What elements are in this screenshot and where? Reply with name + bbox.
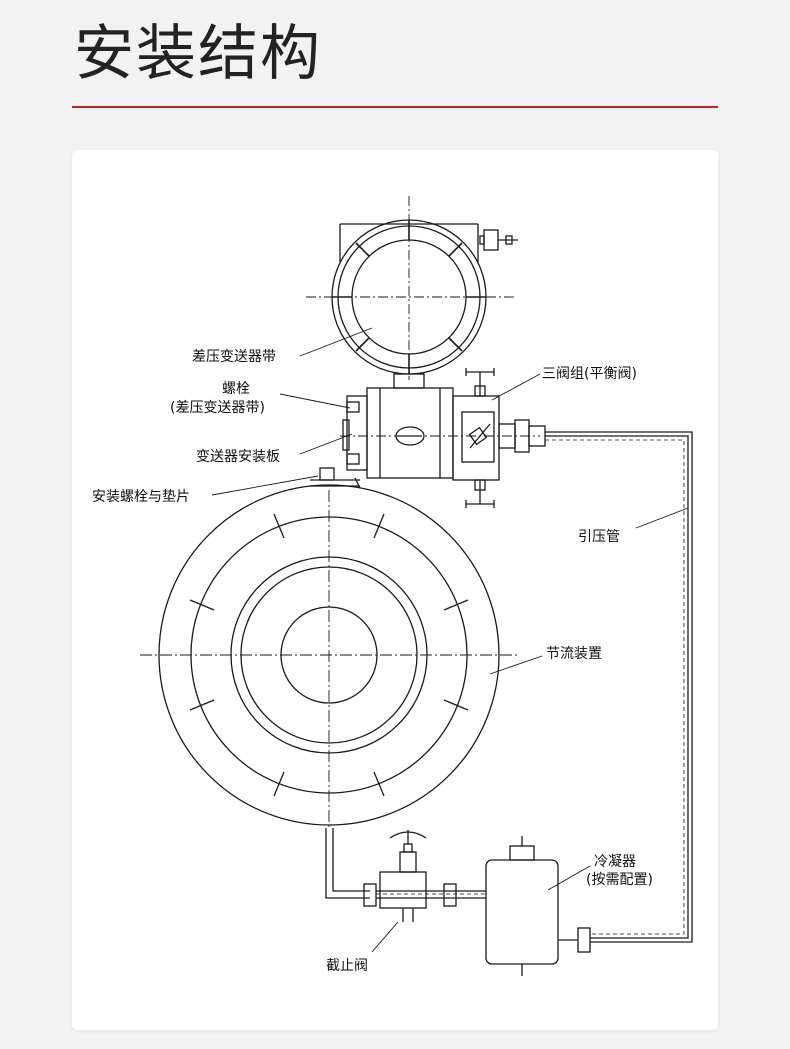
condenser xyxy=(485,836,591,976)
label-mount-plate: 变送器安装板 xyxy=(196,449,280,465)
label-transmitter-band: 差压变送器带 xyxy=(192,349,276,365)
label-bolt: 螺栓 xyxy=(222,381,250,397)
mount-bolt-assembly xyxy=(310,467,361,489)
label-condenser-sub: (按需配置) xyxy=(586,872,653,888)
label-throttle: 节流装置 xyxy=(546,646,602,662)
impulse-tube xyxy=(545,431,693,943)
label-stop-valve: 截止阀 xyxy=(326,958,368,974)
label-mount-bolt: 安装螺栓与垫片 xyxy=(92,489,190,505)
labels: 差压变送器带 螺栓 (差压变送器带) 变送器安装板 安装螺栓与垫片 三阀组(平衡… xyxy=(92,349,653,974)
title-divider xyxy=(72,106,718,108)
label-impulse-tube: 引压管 xyxy=(578,529,620,545)
throttle-device xyxy=(140,484,520,830)
bottom-line xyxy=(325,828,486,899)
label-condenser: 冷凝器 xyxy=(594,854,636,870)
stop-valve xyxy=(363,830,457,922)
three-valve-manifold xyxy=(452,368,546,508)
transmitter-body xyxy=(340,387,540,479)
transmitter-head xyxy=(306,196,518,389)
label-bolt-sub: (差压变送器带) xyxy=(170,400,265,416)
diagram-card xyxy=(72,150,718,1030)
label-three-valve: 三阀组(平衡阀) xyxy=(542,366,637,382)
page-title: 安装结构 xyxy=(74,19,322,89)
